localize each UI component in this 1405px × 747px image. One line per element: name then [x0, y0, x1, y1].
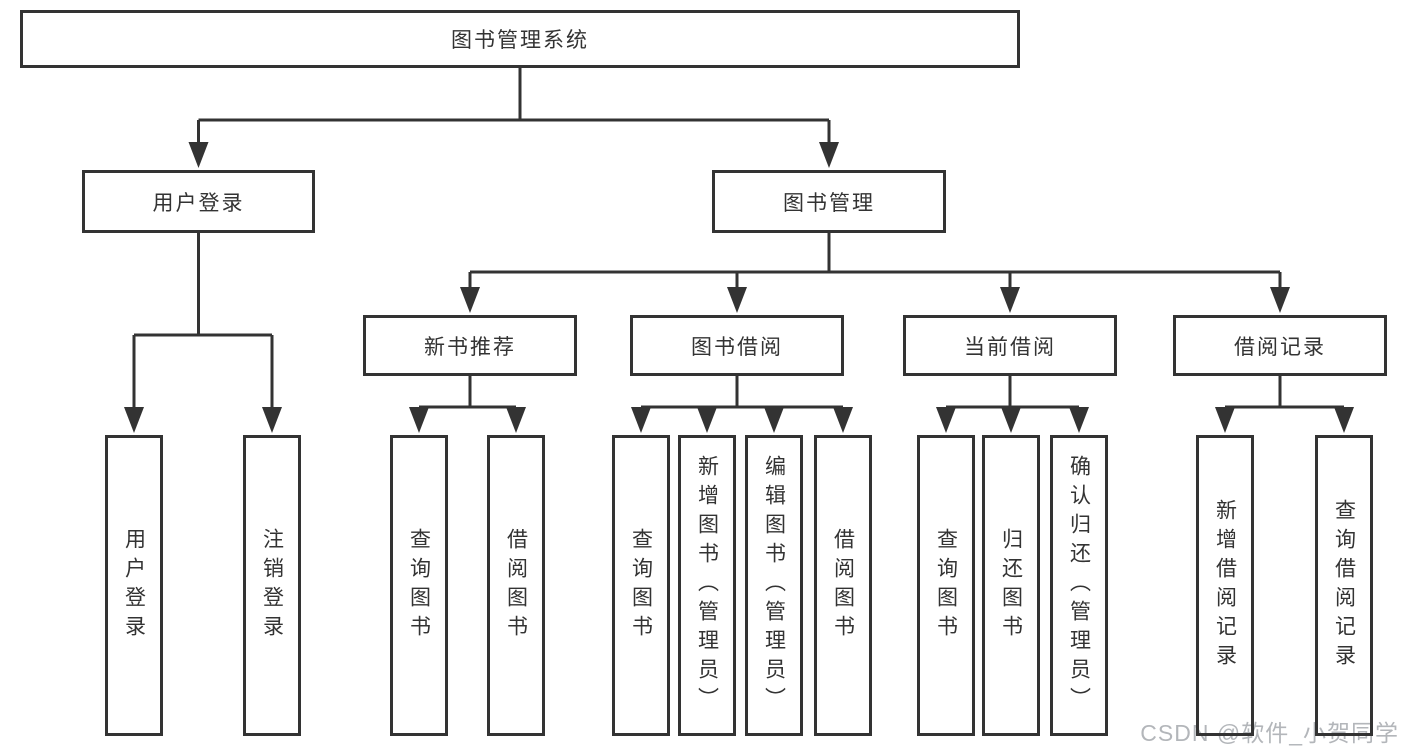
- arrow-down-icon: [506, 407, 526, 433]
- arrow-down-icon: [409, 407, 429, 433]
- arrow-down-icon: [1001, 407, 1021, 433]
- arrow-down-icon: [124, 407, 144, 433]
- leaf-edit-books-admin: 编辑图书（管理员）: [745, 435, 803, 736]
- csdn-watermark: CSDN @软件_小贺同学: [1140, 720, 1399, 746]
- node-user-login: 用户登录: [82, 170, 315, 233]
- arrow-down-icon: [764, 407, 784, 433]
- connector-borrow-records: [1225, 375, 1344, 409]
- node-current-borrowing: 当前借阅: [903, 315, 1117, 376]
- connector-book-borrow: [641, 375, 843, 409]
- arrow-down-icon: [188, 142, 209, 168]
- arrow-down-icon: [1215, 407, 1235, 433]
- node-book-management: 图书管理: [712, 170, 946, 233]
- arrow-down-icon: [460, 287, 480, 313]
- connector-book-management: [468, 232, 1282, 290]
- arrow-down-icon: [1069, 407, 1089, 433]
- arrow-down-icon: [936, 407, 956, 433]
- connector-current-borrow: [946, 375, 1079, 409]
- connector-root: [197, 68, 831, 145]
- leaf-query-books-borrow: 查询图书: [612, 435, 670, 736]
- arrow-down-icon: [631, 407, 651, 433]
- leaf-add-books-admin: 新增图书（管理员）: [678, 435, 736, 736]
- leaf-return-books: 归还图书: [982, 435, 1040, 736]
- arrow-down-icon: [727, 287, 747, 313]
- arrow-down-icon: [1000, 287, 1020, 313]
- leaf-borrow-books-recommend: 借阅图书: [487, 435, 545, 736]
- node-book-borrowing: 图书借阅: [630, 315, 844, 376]
- arrow-down-icon: [819, 142, 839, 168]
- leaf-user-login: 用户登录: [105, 435, 163, 736]
- connector-new-book: [419, 375, 516, 409]
- leaf-query-borrow-record: 查询借阅记录: [1315, 435, 1373, 736]
- arrow-down-icon: [833, 407, 853, 433]
- leaf-logout: 注销登录: [243, 435, 301, 736]
- leaf-borrow-books: 借阅图书: [814, 435, 872, 736]
- connector-user-login: [132, 232, 274, 409]
- node-borrowing-records: 借阅记录: [1173, 315, 1387, 376]
- leaf-query-books-current: 查询图书: [917, 435, 975, 736]
- arrow-down-icon: [697, 407, 717, 433]
- leaf-query-books-recommend: 查询图书: [390, 435, 448, 736]
- arrow-down-icon: [262, 407, 282, 433]
- arrowheads: [124, 142, 1354, 433]
- arrow-down-icon: [1334, 407, 1354, 433]
- node-root: 图书管理系统: [20, 10, 1020, 68]
- leaf-confirm-return-admin: 确认归还（管理员）: [1050, 435, 1108, 736]
- node-new-book-recommendation: 新书推荐: [363, 315, 577, 376]
- leaf-add-borrow-record: 新增借阅记录: [1196, 435, 1254, 736]
- arrow-down-icon: [1270, 287, 1290, 313]
